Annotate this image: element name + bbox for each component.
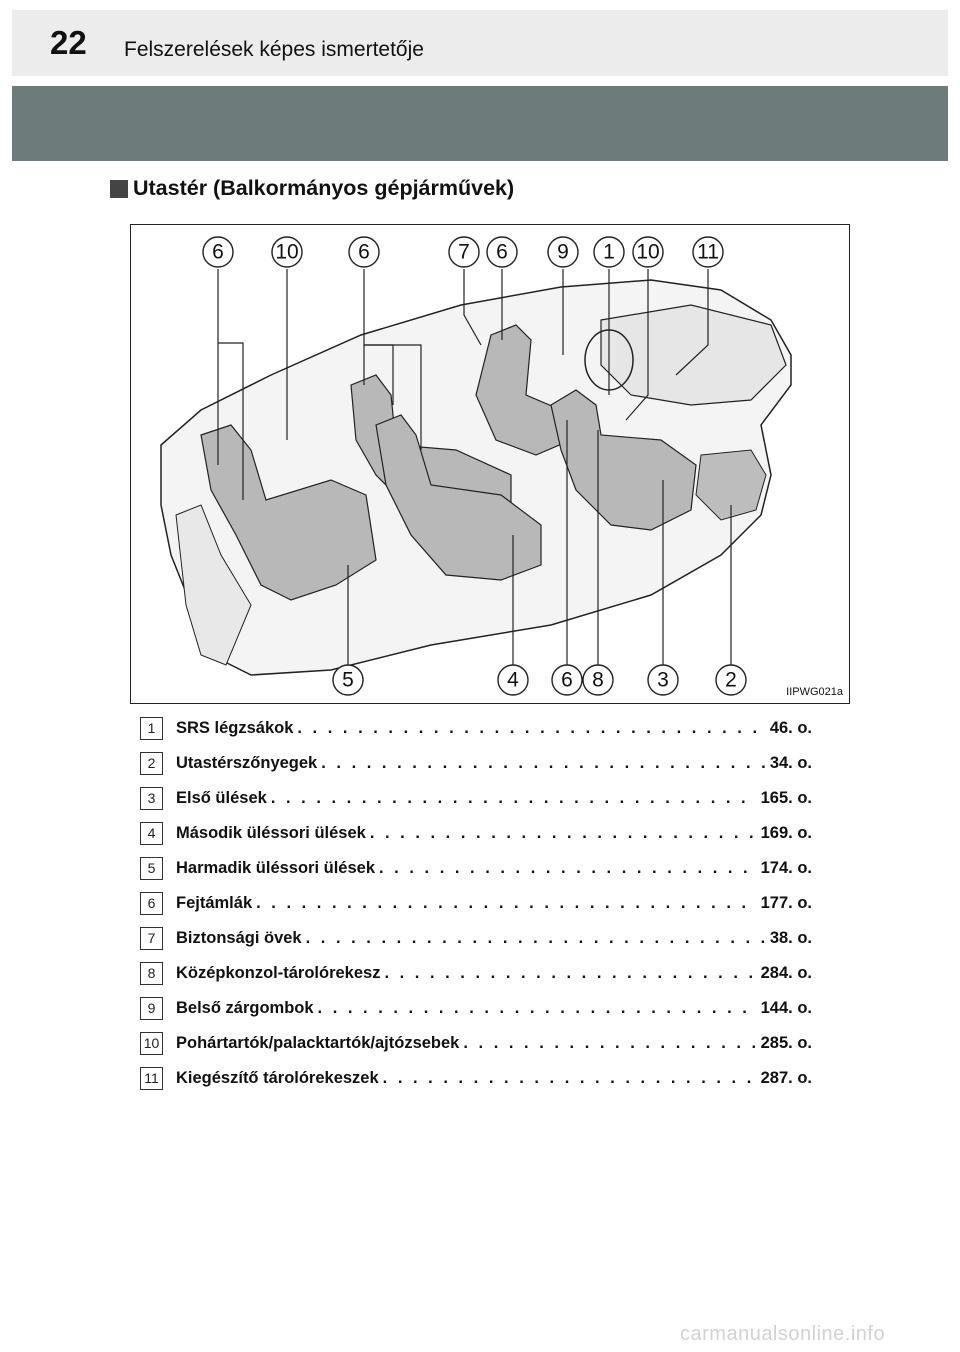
list-item: 11 Kiegészítő tárolórekeszek 287. o. [140, 1062, 840, 1096]
second-row-seat-right [375, 414, 542, 581]
item-label: Utastérszőnyegek [176, 754, 318, 772]
svg-text:10: 10 [636, 241, 659, 264]
item-label: Biztonsági övek [176, 929, 302, 947]
chapter-title: Felszerelések képes ismertetője [124, 38, 424, 61]
item-number: 1 [140, 717, 163, 740]
svg-text:6: 6 [212, 241, 224, 264]
list-item: 4 Második üléssori ülések 169. o. [140, 817, 840, 851]
item-number: 8 [140, 962, 163, 985]
svg-text:10: 10 [275, 241, 298, 264]
item-number: 11 [140, 1067, 163, 1090]
list-item: 7 Biztonsági övek 38. o. [140, 922, 840, 956]
callout-6d: 6 [551, 664, 583, 696]
item-number: 2 [140, 752, 163, 775]
dashboard [600, 304, 787, 406]
callout-7: 7 [448, 236, 480, 268]
svg-text:2: 2 [725, 669, 737, 692]
header-band [12, 86, 948, 161]
front-seat-right [550, 389, 697, 531]
svg-text:1: 1 [603, 241, 615, 264]
item-page: 165. o. [760, 789, 812, 807]
cargo-floor [175, 504, 252, 666]
header-bar [12, 10, 948, 76]
callout-6c: 6 [486, 236, 518, 268]
front-floor-mat [695, 449, 767, 521]
svg-text:8: 8 [592, 669, 604, 692]
list-item: 2 Utastérszőnyegek 34. o. [140, 747, 840, 781]
bottom-callouts: 5 4 6 8 3 2 [332, 664, 747, 696]
callout-5: 5 [332, 664, 364, 696]
list-item: 3 Első ülések 165. o. [140, 782, 840, 816]
item-page: 34. o. [769, 754, 812, 772]
callout-8: 8 [582, 664, 614, 696]
item-number: 9 [140, 997, 163, 1020]
list-item: 8 Középkonzol-tárolórekesz 284. o. [140, 957, 840, 991]
svg-text:6: 6 [561, 669, 573, 692]
item-label: Második üléssori ülések [176, 824, 366, 842]
item-page: 38. o. [769, 929, 812, 947]
list-item: 5 Harmadik üléssori ülések 174. o. [140, 852, 840, 886]
svg-text:5: 5 [342, 669, 354, 692]
item-label: Belső zárgombok [176, 999, 314, 1017]
list-item: 6 Fejtámlák 177. o. [140, 887, 840, 921]
figure-code: IIPWG021a [786, 686, 843, 698]
item-page: 177. o. [760, 894, 812, 912]
section-title: Utastér (Balkormányos gépjárművek) [133, 176, 515, 200]
list-item: 10 Pohártartók/palacktartók/ajtózsebek 28… [140, 1027, 840, 1061]
callout-9: 9 [547, 236, 579, 268]
item-page: 46. o. [769, 719, 812, 737]
callout-11: 11 [692, 236, 724, 268]
svg-text:7: 7 [458, 241, 470, 264]
callout-3: 3 [647, 664, 679, 696]
item-number: 10 [140, 1032, 163, 1055]
interior-illustration: 6 10 6 7 6 9 1 10 11 5 4 6 8 3 2 IIPWG02… [130, 224, 850, 704]
item-number: 5 [140, 857, 163, 880]
list-item: 1 SRS légzsákok 46. o. [140, 712, 840, 746]
third-row-seat [200, 424, 377, 601]
svg-text:11: 11 [697, 241, 719, 264]
item-page: 285. o. [760, 1034, 812, 1052]
item-page: 144. o. [760, 999, 812, 1017]
callout-10a: 10 [271, 236, 303, 268]
svg-text:3: 3 [657, 669, 669, 692]
item-label: Kiegészítő tárolórekeszek [176, 1069, 379, 1087]
item-page: 284. o. [760, 964, 812, 982]
callout-2: 2 [715, 664, 747, 696]
item-number: 3 [140, 787, 163, 810]
callout-6b: 6 [348, 236, 380, 268]
item-page: 169. o. [760, 824, 812, 842]
callout-1: 1 [593, 236, 625, 268]
callout-6a: 6 [202, 236, 234, 268]
item-label: Középkonzol-tárolórekesz [176, 964, 381, 982]
item-label: Pohártartók/palacktartók/ajtózsebek [176, 1034, 460, 1052]
item-label: Fejtámlák [176, 894, 253, 912]
item-label: Harmadik üléssori ülések [176, 859, 376, 877]
item-number: 7 [140, 927, 163, 950]
item-page: 174. o. [760, 859, 812, 877]
svg-text:9: 9 [557, 241, 569, 264]
vehicle-interior-drawing: 6 10 6 7 6 9 1 10 11 5 4 6 8 3 2 [160, 236, 792, 696]
callout-10b: 10 [632, 236, 664, 268]
svg-text:6: 6 [358, 241, 370, 264]
leader-lines [217, 269, 732, 681]
svg-text:6: 6 [496, 241, 508, 264]
section-marker-icon [110, 180, 128, 198]
callout-4: 4 [497, 664, 529, 696]
item-number: 6 [140, 892, 163, 915]
svg-text:4: 4 [507, 669, 519, 692]
top-callouts: 6 10 6 7 6 9 1 10 11 [202, 236, 724, 268]
item-label: SRS légzsákok [176, 719, 294, 737]
item-page: 287. o. [760, 1069, 812, 1087]
page-number: 22 [50, 24, 87, 61]
watermark: carmanualsonline.info [680, 1323, 886, 1345]
item-number: 4 [140, 822, 163, 845]
list-item: 9 Belső zárgombok 144. o. [140, 992, 840, 1026]
item-label: Első ülések [176, 789, 267, 807]
